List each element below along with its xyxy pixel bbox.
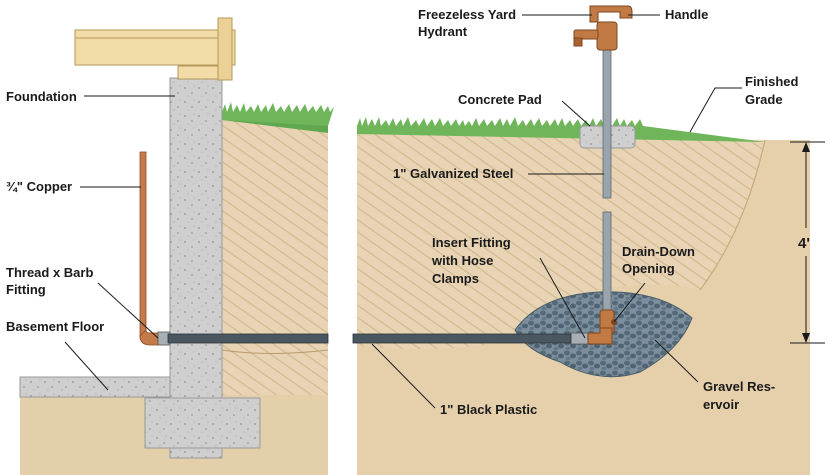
copper-pipe xyxy=(139,151,147,339)
label-insert-3: Clamps xyxy=(432,271,479,286)
label-gravel-1: Gravel Res- xyxy=(703,379,775,394)
label-copper: ¾" Copper xyxy=(6,179,72,194)
basement-floor-slab xyxy=(19,376,171,398)
label-drain-2: Opening xyxy=(622,261,675,276)
footing xyxy=(144,397,261,449)
left-grass-blades xyxy=(222,102,334,126)
depth-dimension xyxy=(790,141,825,344)
label-finished-grade-2: Grade xyxy=(745,92,783,107)
black-plastic-pipe-left xyxy=(167,333,329,344)
black-plastic-pipe-right xyxy=(352,333,572,344)
label-concrete-pad: Concrete Pad xyxy=(458,92,542,107)
galvanized-riser-upper xyxy=(602,47,612,199)
label-gravel-2: ervoir xyxy=(703,397,739,412)
soil-boundary-left xyxy=(221,349,329,354)
trench-backfill-edge xyxy=(699,139,766,291)
label-handle: Handle xyxy=(665,7,708,22)
label-basement-floor: Basement Floor xyxy=(6,319,104,334)
left-section xyxy=(19,17,334,475)
right-grass xyxy=(357,117,765,142)
hydrant-head xyxy=(573,5,633,51)
elbow-fitting xyxy=(587,327,613,345)
label-insert-2: with Hose xyxy=(431,253,493,268)
label-foundation: Foundation xyxy=(6,89,77,104)
label-finished-grade-1: Finished xyxy=(745,74,799,89)
label-hydrant-2: Hydrant xyxy=(418,24,468,39)
floor-joist xyxy=(74,29,236,66)
label-galvanized: 1" Galvanized Steel xyxy=(393,166,513,181)
label-thread-1: Thread x Barb xyxy=(6,265,93,280)
label-thread-2: Fitting xyxy=(6,282,46,297)
insert-fitting xyxy=(569,332,589,345)
label-drain-1: Drain-Down xyxy=(622,244,695,259)
label-hydrant-1: Freezeless Yard xyxy=(418,7,516,22)
label-insert-1: Insert Fitting xyxy=(432,235,511,250)
rim-joist xyxy=(217,17,233,81)
galvanized-riser-lower xyxy=(602,211,612,313)
leader-lines xyxy=(64,14,742,409)
left-grass xyxy=(222,118,328,133)
right-section xyxy=(352,5,825,475)
label-depth: 4' xyxy=(798,235,810,252)
label-black-plastic: 1" Black Plastic xyxy=(440,402,537,417)
labels: Freezeless Yard Hydrant Handle Foundatio… xyxy=(6,7,810,417)
